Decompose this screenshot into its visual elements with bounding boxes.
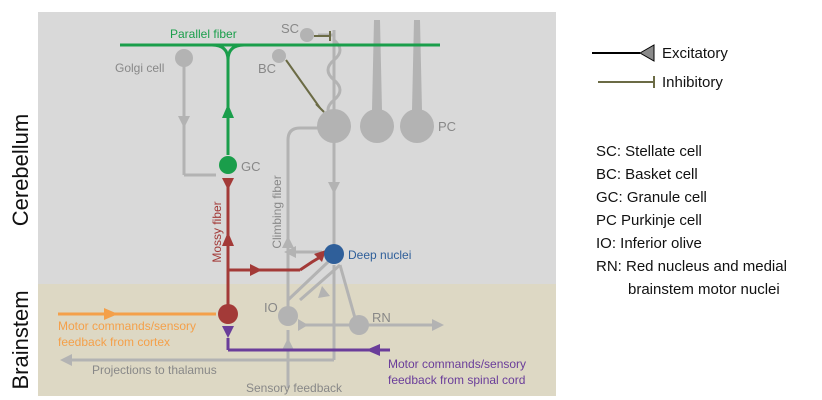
mossy-arrowheads [222, 178, 326, 276]
sensory-feedback-label: Sensory feedback [246, 381, 343, 395]
abbreviations: SC: Stellate cell BC: Basket cell GC: Gr… [596, 143, 787, 298]
cortex-input [58, 308, 216, 320]
rn-label: RN [372, 310, 391, 325]
abbrev-bc: BC: Basket cell [596, 166, 698, 183]
brainstem-label: Brainstem [8, 290, 33, 389]
sc-label: SC [281, 21, 299, 36]
abbrev-sc: SC: Stellate cell [596, 143, 702, 160]
purkinje-cell-2 [360, 109, 394, 143]
bc-label: BC [258, 61, 276, 76]
granule-cell [219, 156, 237, 174]
purkinje-cell-3 [400, 109, 434, 143]
abbrev-pc: PC Purkinje cell [596, 212, 702, 229]
abbrev-rn: RN: Red nucleus and medial [596, 258, 787, 275]
inhibitory-links [285, 31, 331, 113]
legend: Excitatory Inhibitory [592, 44, 728, 91]
parallel-fiber [120, 43, 440, 155]
purkinje-dendrites [326, 20, 422, 120]
gray-arrowheads [60, 116, 444, 366]
spinal-input-terminal [222, 326, 234, 338]
stellate-cell [300, 28, 314, 42]
cerebellum-label: Cerebellum [8, 114, 33, 227]
deep-nuclei [324, 244, 344, 264]
abbrev-rn-cont: brainstem motor nuclei [628, 281, 780, 298]
brainstem-region [38, 284, 556, 396]
parallel-fiber-label: Parallel fiber [170, 27, 237, 41]
climbing-fiber-label: Climbing fiber [270, 175, 284, 248]
cerebellum-region [38, 12, 556, 284]
purkinje-cell-1 [317, 109, 351, 143]
spinal-input-label-2: feedback from spinal cord [388, 373, 525, 387]
cortex-input-label-2: feedback from cortex [58, 335, 170, 349]
spinal-input [226, 338, 390, 356]
legend-excitatory: Excitatory [662, 45, 728, 62]
red-nucleus [349, 315, 369, 335]
inferior-olive [278, 306, 298, 326]
gc-label: GC [241, 159, 261, 174]
legend-inhibitory: Inhibitory [662, 74, 723, 91]
golgi-cell [175, 49, 193, 67]
deep-nuclei-label: Deep nuclei [348, 248, 411, 262]
abbrev-io: IO: Inferior olive [596, 235, 702, 252]
golgi-cell-label: Golgi cell [115, 61, 164, 75]
cortex-input-label-1: Motor commands/sensory [58, 319, 196, 333]
io-label: IO [264, 300, 278, 315]
thalamus-label: Projections to thalamus [92, 363, 217, 377]
mossy-fiber-label: Mossy fiber [210, 201, 224, 262]
basket-cell [272, 49, 286, 63]
spinal-input-label-1: Motor commands/sensory [388, 357, 526, 371]
pc-label: PC [438, 119, 456, 134]
mossy-fiber-nucleus [218, 304, 238, 324]
abbrev-gc: GC: Granule cell [596, 189, 707, 206]
